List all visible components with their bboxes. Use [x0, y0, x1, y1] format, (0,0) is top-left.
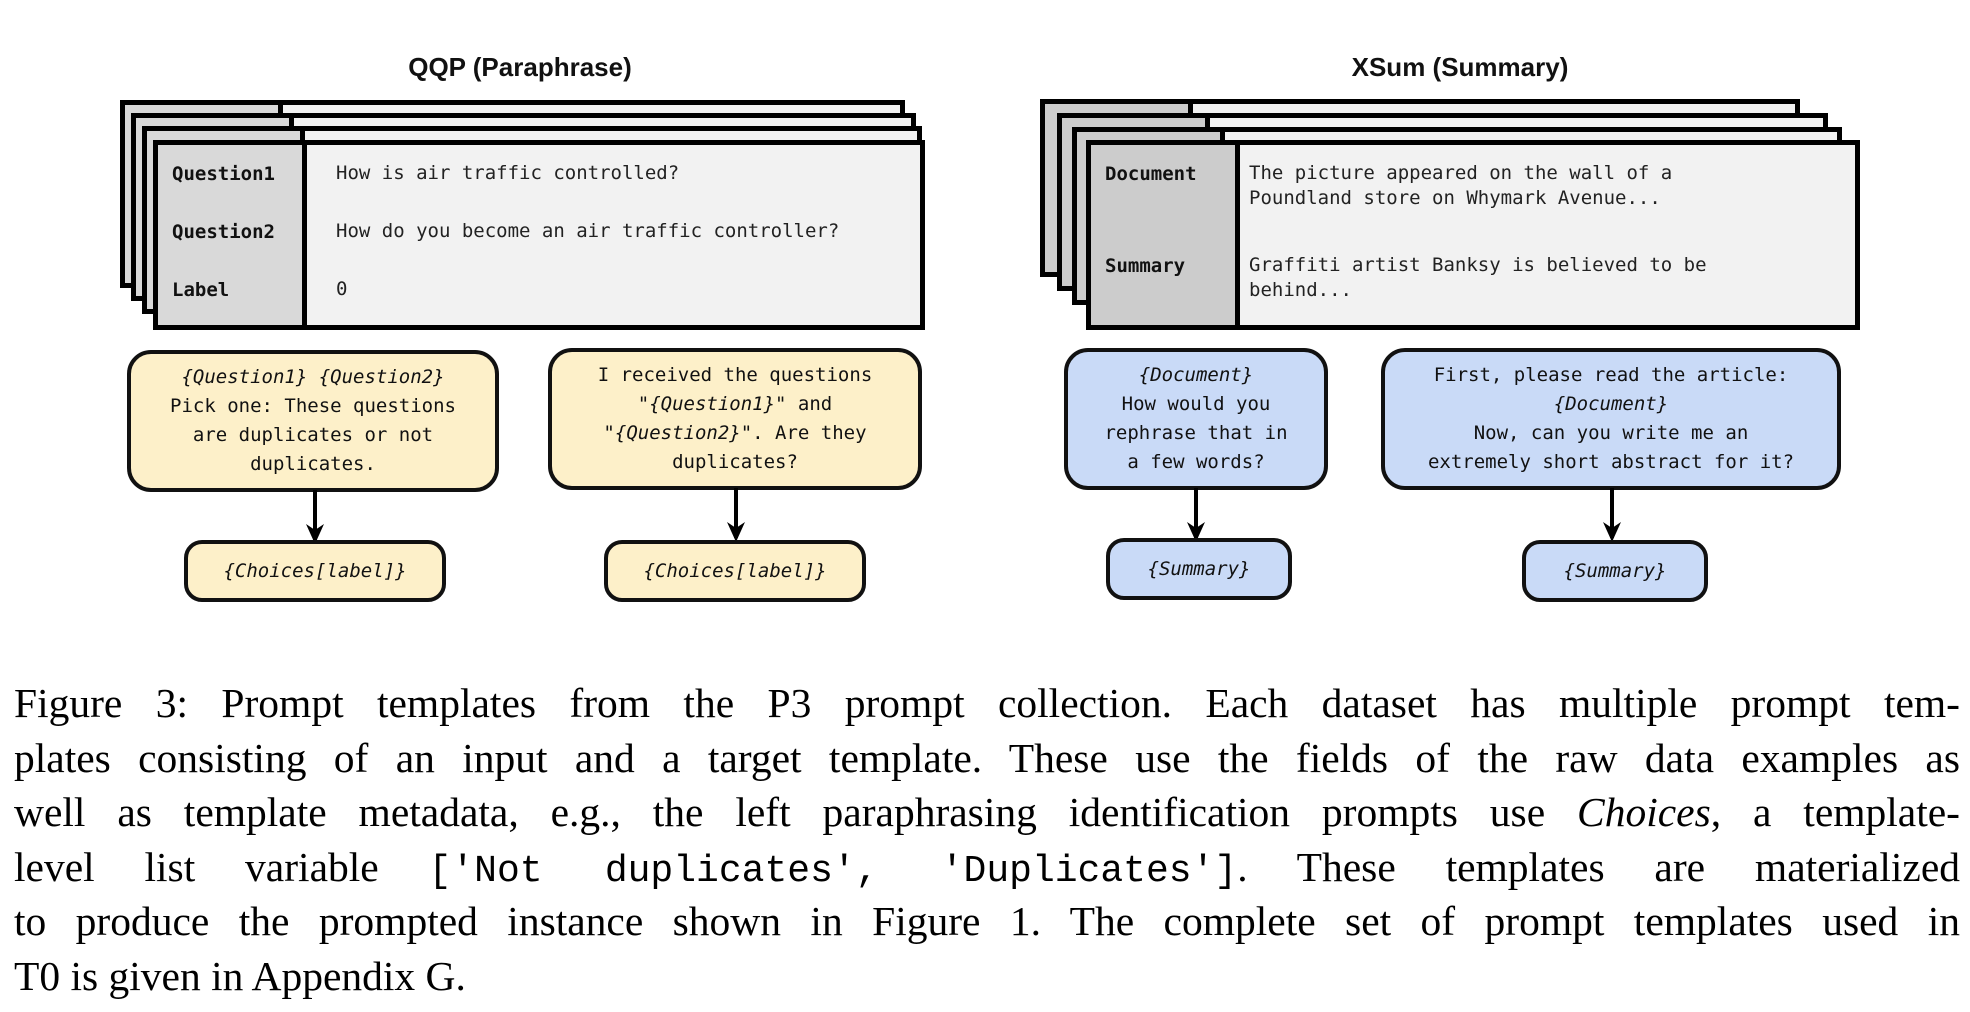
template-text-segment: " [637, 393, 650, 415]
template-line: duplicates? [598, 448, 873, 477]
caption-text: T0 is given in Appendix G. [14, 952, 466, 999]
template-text-segment: " [603, 422, 615, 444]
field-value-question1: How is air traffic controlled? [336, 162, 680, 184]
field-value-document: The picture appeared on the wall of a Po… [1249, 162, 1673, 209]
template-line: rephrase that in [1104, 419, 1287, 448]
caption-line: plates consisting of an input and a targ… [14, 731, 1960, 786]
xsum-input-template-1: {Document} How would you rephrase that in a… [1064, 348, 1328, 490]
qqp-data-example-card: Question1 How is air traffic controlled?… [153, 140, 925, 330]
caption-text: level list variable [14, 843, 429, 890]
template-line: extremely short abstract for it? [1428, 448, 1794, 477]
qqp-panel-title: QQP (Paraphrase) [408, 52, 632, 82]
caption-line: level list variable ['Not duplicates', '… [14, 840, 1960, 895]
template-variable: {Question1} [649, 393, 776, 415]
template-text-segment: extremely short abstract for it? [1427, 451, 1795, 473]
template-text-segment: How would you [1121, 393, 1271, 415]
template-line: duplicates. [170, 450, 456, 479]
template-line: "{Question2}". Are they [598, 419, 873, 448]
template-text: {Question1} {Question2} Pick one: These q… [170, 363, 456, 479]
template-text-segment: rephrase that in [1104, 422, 1288, 444]
template-text-segment: duplicates. [250, 453, 376, 475]
qqp-input-template-2: I received the questions"{Question1}" an… [548, 348, 922, 490]
caption-text: well as template metadata, e.g., the lef… [14, 789, 1578, 835]
xsum-data-example-card: Document The picture appeared on the wal… [1086, 140, 1860, 330]
field-label-question2: Question2 [172, 221, 275, 243]
caption-line: Figure 3: Prompt templates from the P3 p… [14, 676, 1960, 731]
template-variable: {Document} [1138, 364, 1254, 386]
template-text-segment: a few words? [1127, 451, 1265, 473]
template-text-segment: First, please read the article: [1433, 364, 1789, 386]
template-text: First, please read the article: {Document… [1428, 361, 1794, 477]
xsum-input-template-2: First, please read the article: {Document… [1381, 348, 1841, 490]
template-line: a few words? [1104, 448, 1287, 477]
template-text-segment: are duplicates or not [192, 424, 434, 446]
template-variable: {Question2} [614, 422, 741, 444]
template-variable: {Question1} {Question2} [181, 366, 445, 388]
template-line: Pick one: These questions [170, 392, 456, 421]
qqp-target-template-1: {Choices[label]} [184, 540, 446, 602]
template-text-segment: ". Are they [740, 422, 867, 444]
caption-line: T0 is given in Appendix G. [14, 949, 1960, 1004]
template-line: {Document} [1428, 390, 1794, 419]
template-text-segment: I received the questions [597, 364, 873, 386]
template-text-segment: " and [775, 393, 833, 415]
template-line: are duplicates or not [170, 421, 456, 450]
caption-text: Figure 3: Prompt templates from the P3 p… [14, 680, 1960, 726]
template-line: {Document} [1104, 361, 1287, 390]
template-text: I received the questions"{Question1}" an… [598, 361, 873, 477]
template-text: {Document} How would you rephrase that in a… [1104, 361, 1287, 477]
field-label-document: Document [1105, 163, 1197, 185]
caption-text: plates consisting of an input and a targ… [14, 734, 1960, 781]
caption-text: , a template- [1710, 789, 1960, 835]
caption-code: ['Not duplicates', 'Duplicates'] [428, 849, 1238, 893]
xsum-target-template-1: {Summary} [1106, 538, 1292, 600]
field-label-summary: Summary [1105, 255, 1186, 277]
template-line: I received the questions [598, 361, 873, 390]
caption-line: well as template metadata, e.g., the lef… [14, 785, 1960, 840]
qqp-target-template-2: {Choices[label]} [604, 540, 866, 602]
arrow-down-icon [306, 490, 324, 544]
xsum-panel-title: XSum (Summary) [1351, 52, 1569, 82]
template-text-segment: Now, can you write me an [1473, 422, 1749, 444]
template-text-segment: duplicates? [672, 451, 798, 473]
template-line: How would you [1104, 390, 1287, 419]
field-value-label: 0 [336, 278, 348, 300]
caption-line: to produce the prompted instance shown i… [14, 894, 1960, 949]
template-line: First, please read the article: [1428, 361, 1794, 390]
field-value-question2: How do you become an air traffic control… [336, 220, 840, 242]
field-label-question1: Question1 [172, 163, 275, 185]
arrow-down-icon [1187, 488, 1205, 542]
xsum-target-template-2: {Summary} [1522, 540, 1708, 602]
field-value-summary: Graffiti artist Banksy is believed to be… [1249, 254, 1707, 301]
figure-caption: Figure 3: Prompt templates from the P3 p… [14, 676, 1960, 1003]
field-label-label: Label [172, 279, 230, 301]
caption-emphasis: Choices [1577, 789, 1711, 835]
template-line: {Question1} {Question2} [170, 363, 456, 392]
arrow-down-icon [727, 488, 745, 542]
caption-text: to produce the prompted instance shown i… [14, 898, 1960, 944]
template-text-segment: Pick one: These questions [170, 395, 456, 417]
caption-text: . These templates are materialized [1237, 843, 1960, 890]
template-line: "{Question1}" and [598, 390, 873, 419]
template-line: Now, can you write me an [1428, 419, 1794, 448]
qqp-input-template-1: {Question1} {Question2} Pick one: These q… [127, 350, 499, 492]
template-variable: {Document} [1553, 393, 1669, 415]
arrow-down-icon [1603, 488, 1621, 542]
